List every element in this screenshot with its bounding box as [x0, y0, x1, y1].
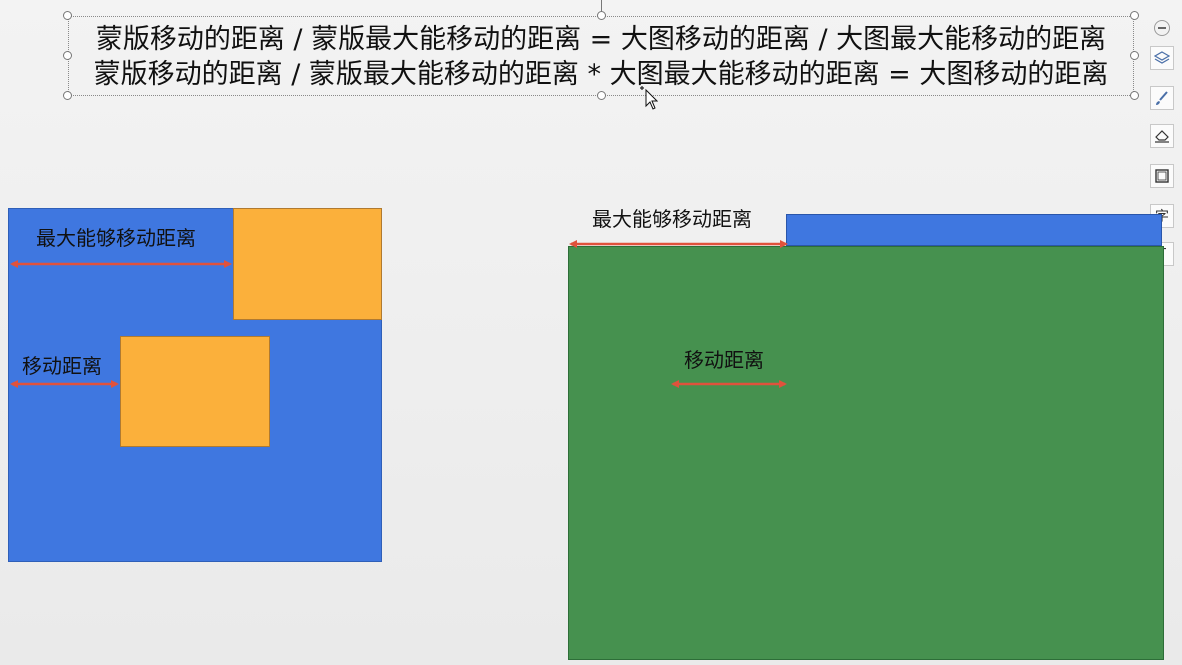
layers-icon [1154, 51, 1170, 64]
formula-text-box[interactable]: 蒙版移动的距离 / 蒙版最大能移动的距离 = 大图移动的距离 / 大图最大能移动… [68, 16, 1134, 96]
mask-current-position-box[interactable] [120, 336, 270, 447]
frame-icon [1155, 169, 1169, 183]
left-move-label: 移动距离 [22, 354, 102, 378]
formula-line-1[interactable]: 蒙版移动的距离 / 蒙版最大能移动的距离 = 大图移动的距离 / 大图最大能移动… [95, 24, 1107, 55]
right-move-label: 移动距离 [684, 348, 764, 372]
right-max-move-label: 最大能够移动距离 [592, 207, 752, 231]
viewport-strip-box[interactable] [786, 214, 1162, 246]
resize-handle-top-right[interactable] [1130, 11, 1139, 20]
collapse-icon[interactable] [1154, 20, 1170, 36]
resize-handle-right[interactable] [1130, 51, 1139, 60]
formula-line-2[interactable]: 蒙版移动的距离 / 蒙版最大能移动的距离 * 大图最大能移动的距离 = 大图移动… [93, 59, 1109, 90]
resize-handle-top[interactable] [597, 11, 606, 20]
mouse-cursor-icon [640, 86, 658, 110]
brush-icon [1156, 91, 1168, 105]
left-max-move-label: 最大能够移动距离 [36, 226, 196, 250]
large-image-box[interactable] [568, 246, 1164, 660]
frame-button[interactable] [1150, 164, 1174, 188]
resize-handle-bottom[interactable] [597, 91, 606, 100]
resize-handle-bottom-left[interactable] [63, 91, 72, 100]
eraser-icon [1155, 130, 1169, 143]
brush-button[interactable] [1150, 86, 1174, 110]
eraser-button[interactable] [1150, 124, 1174, 148]
rotate-handle[interactable] [596, 0, 607, 12]
layers-button[interactable] [1150, 46, 1174, 70]
resize-handle-bottom-right[interactable] [1130, 91, 1139, 100]
resize-handle-left[interactable] [63, 51, 72, 60]
resize-handle-top-left[interactable] [63, 11, 72, 20]
mask-max-position-box[interactable] [233, 208, 382, 320]
